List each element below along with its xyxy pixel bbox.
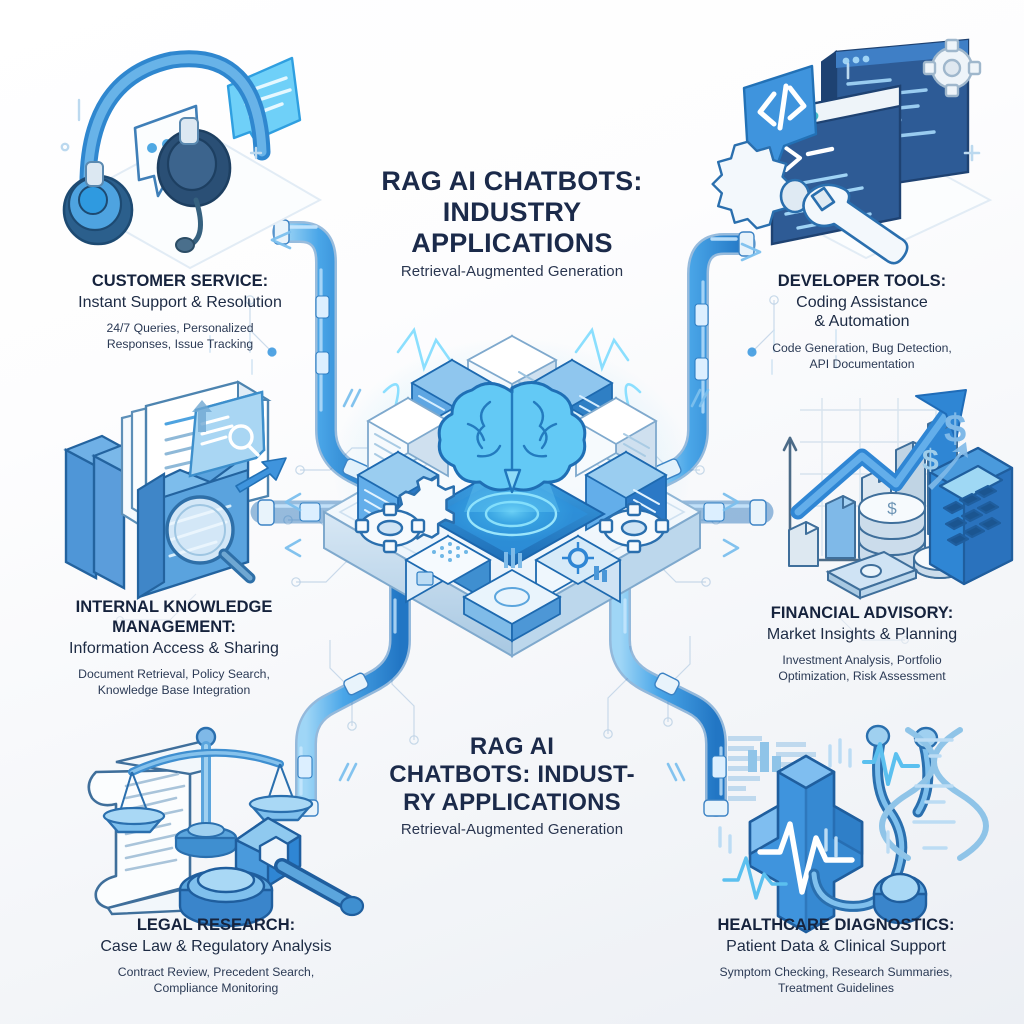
section-customer-service: CUSTOMER SERVICE: Instant Support & Reso…: [20, 272, 340, 353]
section-healthcare-diagnostics-description: Symptom Checking, Research Summaries, Tr…: [648, 965, 1024, 997]
page-title-line3: APPLICATIONS: [411, 227, 613, 258]
section-customer-service-subtitle: Instant Support & Resolution: [78, 293, 282, 311]
page-title: RAG AI CHATBOTS: INDUSTRY APPLICATIONS R…: [282, 166, 742, 280]
section-developer-tools-description: Code Generation, Bug Detection, API Docu…: [700, 341, 1024, 373]
desc-line-1: Symptom Checking, Research Summaries,: [719, 965, 953, 980]
desc-line-2: Treatment Guidelines: [777, 981, 895, 996]
desc-line-2: Responses, Issue Tracking: [106, 337, 254, 352]
section-financial-advisory-description: Investment Analysis, Portfolio Optimizat…: [700, 653, 1024, 685]
svg-text:$: $: [944, 407, 966, 451]
bottom-title: RAG AI CHATBOTS: INDUST- RY APPLICATIONS…: [332, 733, 692, 838]
section-internal-knowledge-description: Document Retrieval, Policy Search, Knowl…: [6, 667, 342, 699]
section-healthcare-diagnostics-subtitle: Patient Data & Clinical Support: [726, 937, 946, 955]
desc-line-2: API Documentation: [809, 356, 915, 371]
page-subtitle: Retrieval-Augmented Generation: [400, 263, 624, 281]
glowing-brain-icon: [437, 381, 587, 494]
bottom-title-line2: CHATBOTS: INDUST-: [389, 760, 635, 788]
bottom-title-line3: RY APPLICATIONS: [403, 788, 621, 816]
bottom-subtitle: Retrieval-Augmented Generation: [400, 821, 624, 839]
bottom-title-line1: RAG AI: [469, 733, 555, 760]
hub-gear-left-outer: [354, 502, 426, 554]
section-internal-knowledge-management: INTERNAL KNOWLEDGE MANAGEMENT: Informati…: [6, 598, 342, 699]
section-customer-service-description: 24/7 Queries, Personalized Responses, Is…: [20, 321, 340, 353]
section-developer-tools-title: DEVELOPER TOOLS:: [777, 272, 947, 290]
pipe-healthcare-diagnostics: [609, 577, 729, 817]
page-title-line1: RAG AI CHATBOTS:: [381, 166, 643, 196]
subtitle-line-1: Coding Assistance: [796, 293, 928, 311]
subtitle-line-2: & Automation: [814, 313, 910, 331]
section-internal-knowledge-subtitle: Information Access & Sharing: [69, 639, 279, 657]
section-legal-research-subtitle: Case Law & Regulatory Analysis: [100, 937, 332, 955]
section-financial-advisory-subtitle: Market Insights & Planning: [766, 625, 958, 643]
section-developer-tools: DEVELOPER TOOLS: Coding Assistance & Aut…: [700, 272, 1024, 373]
section-healthcare-diagnostics: HEALTHCARE DIAGNOSTICS: Patient Data & C…: [648, 916, 1024, 997]
svg-text:$: $: [887, 499, 897, 518]
desc-line-2: Optimization, Risk Assessment: [778, 669, 946, 684]
title-line-1: INTERNAL KNOWLEDGE: [75, 598, 273, 616]
section-financial-advisory: FINANCIAL ADVISORY: Market Insights & Pl…: [700, 604, 1024, 685]
section-legal-research: LEGAL RESEARCH: Case Law & Regulatory An…: [40, 916, 392, 997]
section-developer-tools-subtitle: Coding Assistance & Automation: [700, 293, 1024, 332]
desc-line-1: Contract Review, Precedent Search,: [117, 965, 315, 980]
section-legal-research-title: LEGAL RESEARCH:: [136, 916, 296, 934]
section-customer-service-title: CUSTOMER SERVICE:: [91, 272, 269, 290]
title-line-2: MANAGEMENT:: [112, 617, 236, 636]
page-title-line2: INDUSTRY: [442, 196, 582, 227]
section-healthcare-diagnostics-title: HEALTHCARE DIAGNOSTICS:: [717, 916, 955, 934]
desc-line-1: 24/7 Queries, Personalized: [106, 321, 254, 336]
desc-line-2: Knowledge Base Integration: [97, 682, 251, 697]
desc-line-1: Code Generation, Bug Detection,: [772, 340, 952, 355]
hub-data-cubes: [404, 534, 622, 643]
desc-line-1: Document Retrieval, Policy Search,: [78, 667, 270, 682]
hub-holo-well: [417, 460, 607, 568]
section-legal-research-description: Contract Review, Precedent Search, Compl…: [40, 965, 392, 997]
hub-gear-small: [567, 547, 589, 569]
desc-line-1: Investment Analysis, Portfolio: [782, 653, 942, 668]
svg-text:$: $: [922, 444, 939, 477]
section-financial-advisory-title: FINANCIAL ADVISORY:: [770, 604, 954, 622]
desc-line-2: Compliance Monitoring: [153, 981, 279, 996]
hub-gear-right: [598, 502, 670, 554]
section-internal-knowledge-title: INTERNAL KNOWLEDGE MANAGEMENT:: [6, 598, 342, 638]
